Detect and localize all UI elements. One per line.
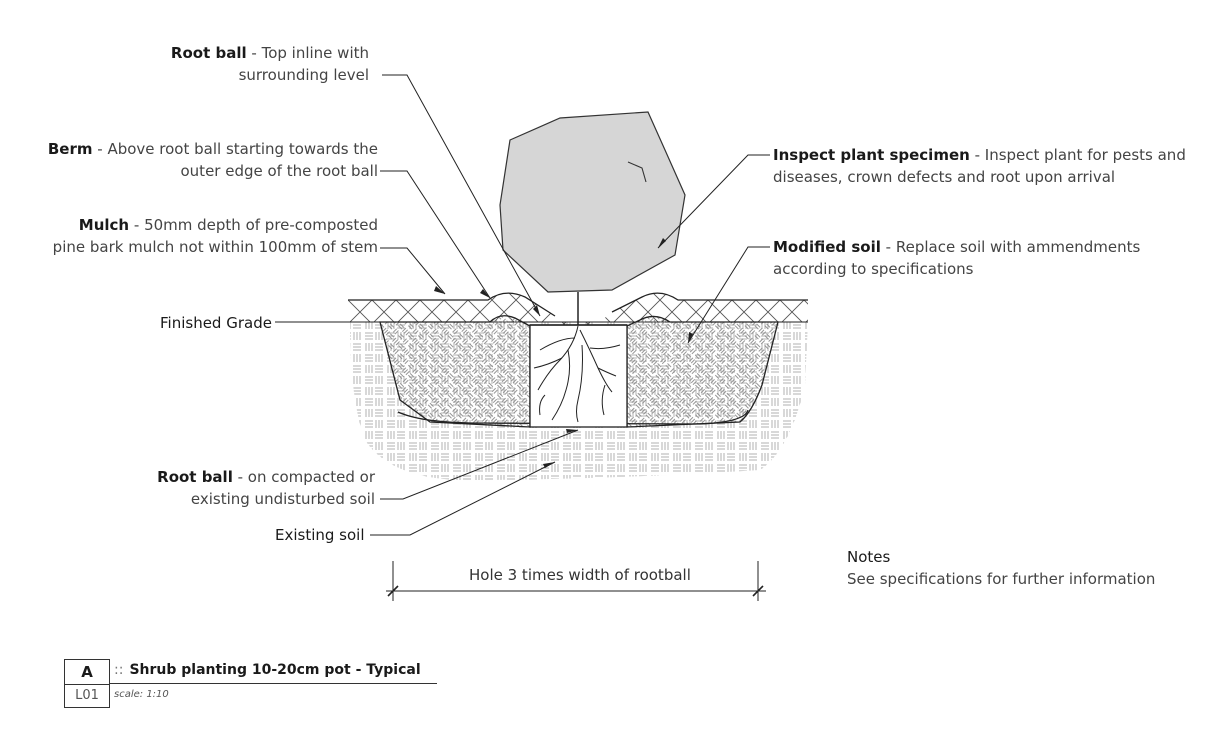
label-inspect-plant: Inspect plant specimen - Inspect plant f… <box>773 144 1186 188</box>
label-sep: - <box>969 146 985 164</box>
label-berm: Berm - Above root ball starting towards … <box>48 138 378 182</box>
label-root-ball-bottom-line2: existing undisturbed soil <box>190 490 375 508</box>
label-root-ball-top-line1: Top inline with <box>261 44 369 62</box>
sheet-number: L01 <box>64 684 110 708</box>
label-sep: - <box>880 238 896 256</box>
label-root-ball-bottom-line1: on compacted or <box>247 468 375 486</box>
detail-title-text: Shrub planting 10-20cm pot - Typical <box>129 662 421 678</box>
label-root-ball-bottom: Root ball - on compacted or existing und… <box>157 466 375 510</box>
label-finished-grade: Finished Grade <box>160 312 272 334</box>
label-finished-grade-text: Finished Grade <box>160 314 272 332</box>
detail-title: ::Shrub planting 10-20cm pot - Typical <box>114 662 421 678</box>
plant-canopy <box>499 111 686 293</box>
label-root-ball-top: Root ball - Top inline with surrounding … <box>171 42 369 86</box>
label-mulch: Mulch - 50mm depth of pre-composted pine… <box>53 214 378 258</box>
label-mulch-title: Mulch <box>78 216 130 234</box>
label-mulch-line1: 50mm depth of pre-composted <box>144 216 378 234</box>
label-modified-soil-line1: Replace soil with ammendments <box>895 238 1141 256</box>
notes-heading: Notes <box>847 548 891 566</box>
modified-soil-right <box>626 315 779 428</box>
dimension-line <box>386 561 766 601</box>
label-berm-title: Berm <box>47 140 93 158</box>
notes-text: See specifications for further informati… <box>847 570 1156 588</box>
label-modified-soil-line2: according to specifications <box>773 260 974 278</box>
label-root-ball-bottom-title: Root ball <box>157 468 233 486</box>
label-sep: - <box>129 216 145 234</box>
dimension-text: Hole 3 times width of rootball <box>469 566 691 584</box>
label-modified-soil-title: Modified soil <box>773 238 881 256</box>
title-separator: :: <box>114 662 124 678</box>
detail-scale: scale: 1:10 <box>114 689 169 700</box>
label-sep: - <box>246 44 262 62</box>
notes: Notes See specifications for further inf… <box>847 546 1155 590</box>
label-berm-line1: Above root ball starting towards the <box>107 140 378 158</box>
label-existing-soil-text: Existing soil <box>275 526 365 544</box>
label-mulch-line2: pine bark mulch not within 100mm of stem <box>52 238 378 256</box>
label-existing-soil: Existing soil <box>275 524 365 546</box>
leader-lines <box>275 74 770 536</box>
label-root-ball-top-line2: surrounding level <box>238 66 369 84</box>
leader-arrowheads <box>434 238 693 468</box>
root-ball <box>529 324 628 428</box>
label-inspect-line2: diseases, crown defects and root upon ar… <box>773 168 1116 186</box>
label-sep: - <box>232 468 248 486</box>
label-inspect-title: Inspect plant specimen <box>773 146 970 164</box>
label-sep: - <box>92 140 108 158</box>
modified-soil-left <box>379 315 531 428</box>
label-modified-soil: Modified soil - Replace soil with ammend… <box>773 236 1140 280</box>
label-berm-line2: outer edge of the root ball <box>180 162 379 180</box>
title-underline <box>110 683 437 684</box>
label-inspect-line1: Inspect plant for pests and <box>984 146 1186 164</box>
detail-letter: A <box>64 659 110 685</box>
label-root-ball-top-title: Root ball <box>170 44 247 62</box>
